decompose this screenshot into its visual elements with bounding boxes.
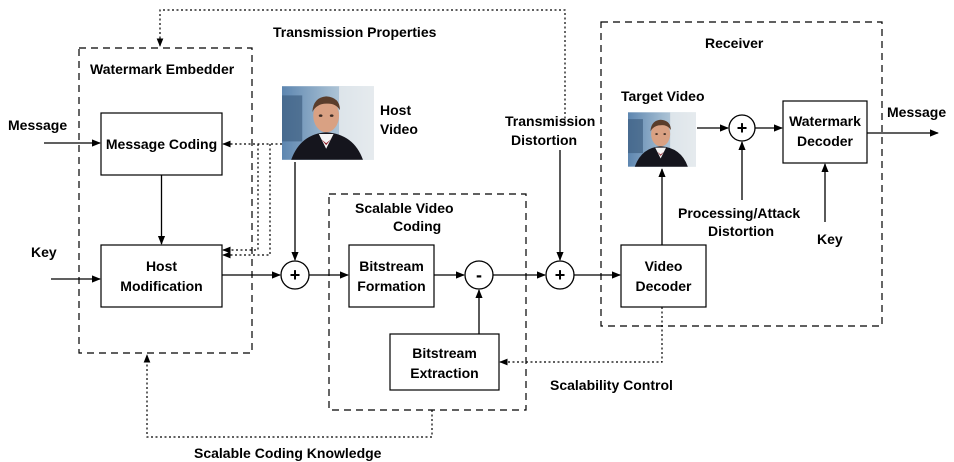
bitstream-formation-label-line2: Formation [357,278,425,294]
processing-attack-label-line2: Distortion [708,223,774,239]
embedder-title: Watermark Embedder [90,61,235,77]
subtractor-scalable: - [464,260,494,290]
host-video-label-line1: Host [380,102,411,118]
adder-transmission: + [545,260,575,290]
processing-attack-label-line1: Processing/Attack [678,205,800,221]
scalable-coding-title-line1: Scalable Video [355,200,454,216]
watermark-decoder-block: Watermark Decoder [782,100,868,164]
receiver-group [600,21,883,327]
scalable-coding-title-line2: Coding [393,218,441,234]
target-video-label: Target Video [621,88,705,104]
video-decoder-label-line2: Decoder [635,278,692,294]
receiver-key-label: Key [817,231,843,247]
transmission-distortion-label-line2: Distortion [511,132,577,148]
transmission-properties-path [156,9,566,123]
bitstream-extraction-label-line1: Bitstream [412,345,477,361]
host-video-to-modification-path [222,144,271,259]
svg-text:+: + [555,265,566,285]
video-decoder-block: Video Decoder [620,244,707,308]
watermark-embedder-group [78,47,253,354]
target-video-thumbnail-icon [628,112,696,167]
message-coding-label: Message Coding [106,136,217,152]
transmission-properties-label: Transmission Properties [273,24,437,40]
host-video-thumbnail-icon [282,86,374,160]
message-input-label: Message [8,117,67,133]
bitstream-extraction-label-line2: Extraction [410,365,478,381]
svg-text:-: - [476,265,482,285]
scalable-coding-knowledge-path [143,354,433,438]
transmission-distortion-label-line1: Transmission [505,113,595,129]
host-video-label-line2: Video [380,121,418,137]
message-coding-block: Message Coding [100,112,223,176]
scalability-control-label: Scalability Control [550,377,673,393]
receiver-title: Receiver [705,35,764,51]
scalable-video-coding-group [328,193,527,411]
host-modification-label-line1: Host [146,258,177,274]
adder-embedding: + [280,260,310,290]
watermark-decoder-label-line2: Decoder [797,133,854,149]
host-modification-block: Host Modification [100,244,223,308]
watermark-decoder-label-line1: Watermark [789,113,861,129]
bitstream-formation-block: Bitstream Formation [348,244,435,308]
scalable-coding-knowledge-label: Scalable Coding Knowledge [194,445,382,461]
scalability-control-path [499,307,663,366]
message-output-label: Message [887,104,946,120]
host-modification-label-line2: Modification [120,278,202,294]
svg-text:+: + [290,265,301,285]
video-decoder-label-line1: Video [645,258,683,274]
svg-text:+: + [737,118,748,138]
adder-attack: + [728,114,756,142]
key-input-label: Key [31,244,57,260]
host-video-to-modification-path-2 [222,144,259,254]
bitstream-extraction-block: Bitstream Extraction [389,333,500,391]
bitstream-formation-label-line1: Bitstream [359,258,424,274]
